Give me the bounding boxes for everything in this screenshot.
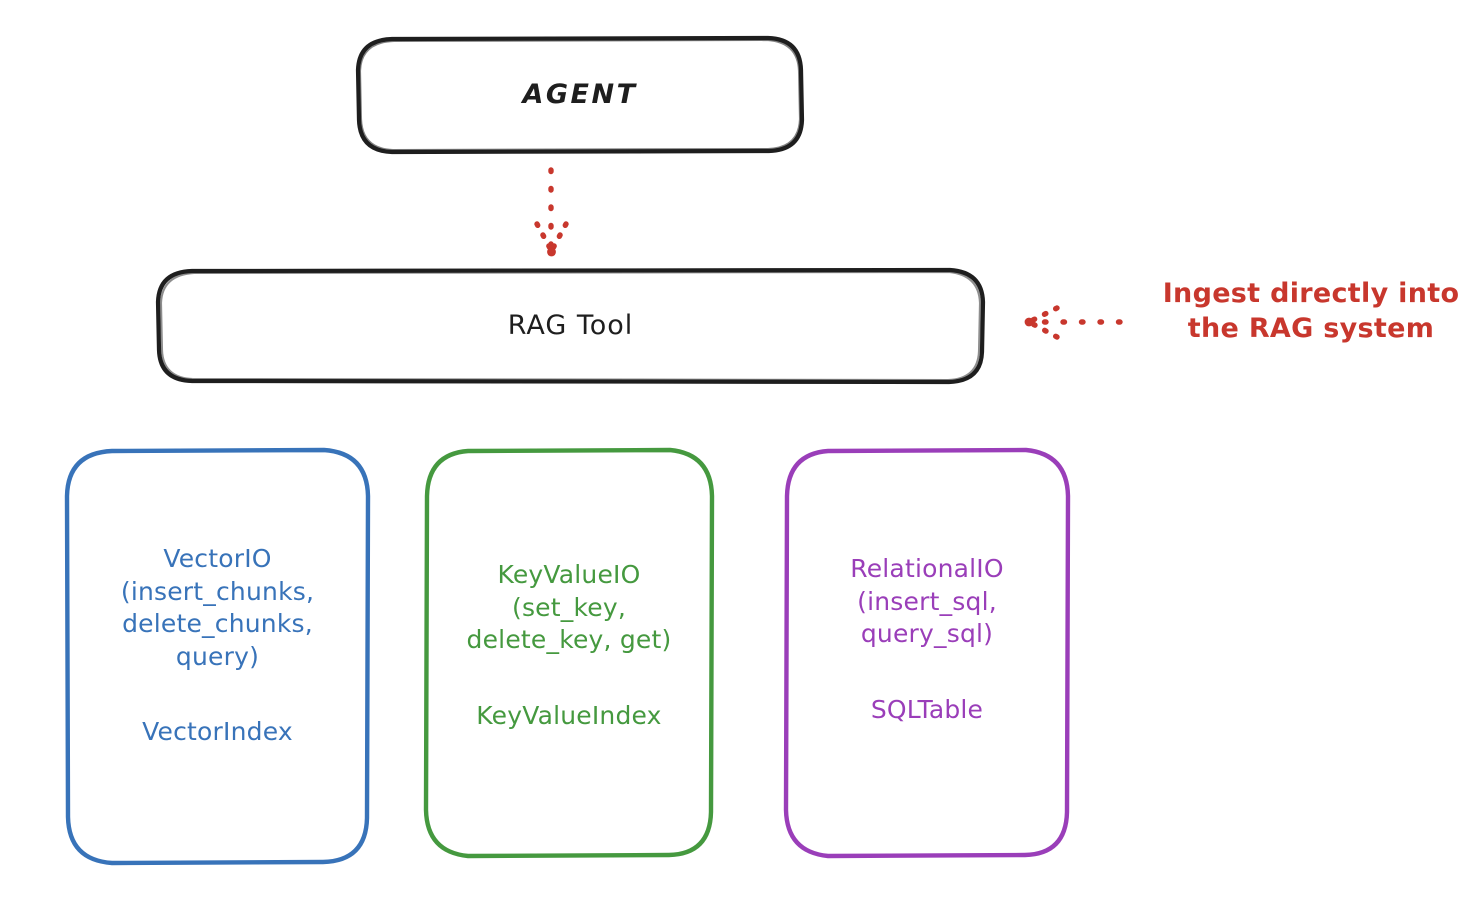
rag-tool-label: RAG Tool xyxy=(507,310,634,342)
keyvalueio-content: KeyValueIO (set_key, delete_key, get) Ke… xyxy=(467,559,672,730)
agent-label: AGENT xyxy=(522,79,638,111)
rag-tool-node[interactable]: RAG Tool xyxy=(158,270,983,382)
relationalio-index-label: SQLTable xyxy=(870,694,984,724)
ingest-to-rag-tool-arrow xyxy=(1024,305,1123,340)
relationalio-api-label: RelationalIO (insert_sql, query_sql) xyxy=(850,554,1004,649)
relationalio-node[interactable]: RelationalIO (insert_sql, query_sql) SQL… xyxy=(786,450,1068,855)
relationalio-content: RelationalIO (insert_sql, query_sql) SQL… xyxy=(850,553,1004,724)
ingest-annotation-label: Ingest directly into the RAG system xyxy=(1162,278,1460,345)
vectorio-node[interactable]: VectorIO (insert_chunks, delete_chunks, … xyxy=(67,450,368,863)
agent-to-rag-tool-arrow xyxy=(534,167,569,257)
agent-node[interactable]: AGENT xyxy=(358,38,802,152)
vectorio-api-label: VectorIO (insert_chunks, delete_chunks, … xyxy=(120,544,315,671)
keyvalueio-node[interactable]: KeyValueIO (set_key, delete_key, get) Ke… xyxy=(426,450,712,855)
keyvalueio-index-label: KeyValueIndex xyxy=(476,700,662,730)
vectorio-content: VectorIO (insert_chunks, delete_chunks, … xyxy=(121,543,314,746)
vectorio-index-label: VectorIndex xyxy=(142,717,293,746)
keyvalueio-api-label: KeyValueIO (set_key, delete_key, get) xyxy=(466,560,672,655)
